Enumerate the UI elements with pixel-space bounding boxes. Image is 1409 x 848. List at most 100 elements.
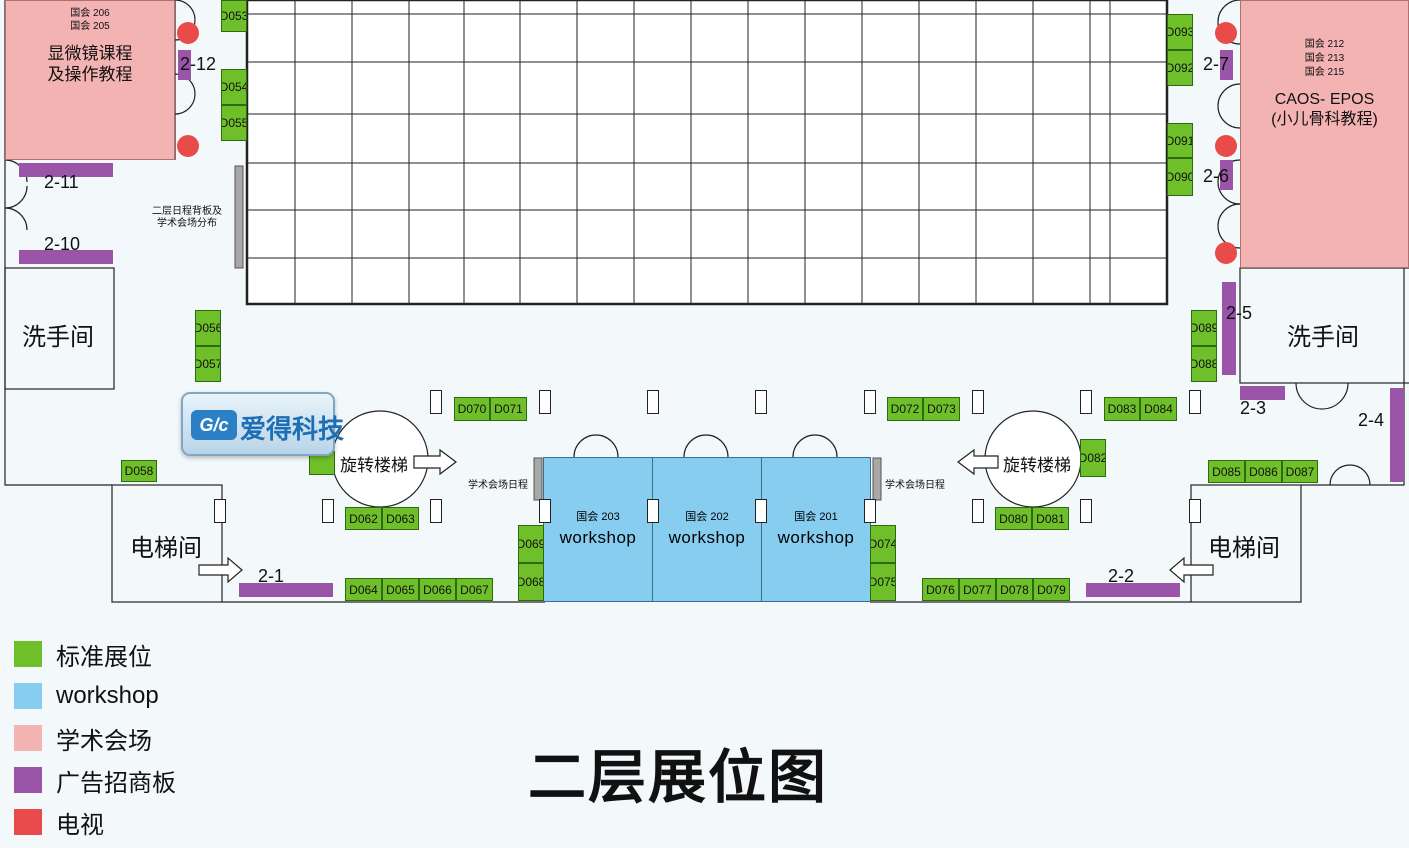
legend-swatch — [14, 641, 42, 667]
door — [647, 499, 659, 523]
venue-left-name: 显微镜课程 及操作教程 — [47, 44, 133, 84]
door — [1080, 499, 1092, 523]
legend-workshop: workshop — [14, 682, 159, 710]
ad-board-2-11 — [19, 163, 113, 177]
door — [972, 390, 984, 414]
booth-d072[interactable]: D072 — [887, 397, 923, 421]
workshop-code: 国会 203 — [576, 511, 620, 523]
booth-d092[interactable]: D092 — [1167, 50, 1193, 86]
ad-label-2-12: 2-12 — [180, 54, 217, 74]
ad-label-2-7: 2-7 — [1203, 54, 1230, 74]
legend-swatch — [14, 767, 42, 793]
legend-label: 学术会场 — [56, 727, 152, 755]
booth-d054[interactable]: D054 — [221, 69, 247, 105]
booth-d056[interactable]: D056 — [195, 310, 221, 346]
legend-label: 标准展位 — [56, 643, 152, 671]
tv-icon — [1215, 135, 1237, 157]
workshop-203: 国会 203 workshop — [543, 457, 653, 602]
schedule-board-note: 二层日程背板及 学术会场分布 — [152, 206, 222, 229]
venue-left-rooms: 国会 206 国会 205 — [70, 8, 110, 32]
booth-d065[interactable]: D065 — [382, 578, 419, 601]
booth-d073[interactable]: D073 — [923, 397, 960, 421]
booth-d077[interactable]: D077 — [959, 578, 996, 601]
booth-d053[interactable]: D053 — [221, 0, 247, 32]
page-title: 二层展位图 — [528, 745, 829, 810]
venue-right: 国会 212 国会 213 国会 215 CAOS- EPOS (小儿骨科教程) — [1240, 0, 1409, 268]
booth-d076[interactable]: D076 — [922, 578, 959, 601]
ad-board-2-7 — [1220, 50, 1233, 80]
booth-d069[interactable]: D069 — [518, 525, 544, 563]
venue-right-rooms: 国会 212 国会 213 国会 215 — [1304, 39, 1345, 78]
workshop-code: 国会 201 — [794, 511, 838, 523]
ad-label-2-5: 2-5 — [1226, 303, 1253, 323]
booth-d083[interactable]: D083 — [1104, 397, 1140, 421]
booth-d079[interactable]: D079 — [1033, 578, 1070, 601]
door — [430, 390, 442, 414]
door — [972, 499, 984, 523]
booth-d091[interactable]: D091 — [1167, 123, 1193, 158]
door — [864, 499, 876, 523]
booth-d066[interactable]: D066 — [419, 578, 456, 601]
spiral-stair-left-label: 旋转楼梯 — [340, 456, 408, 475]
booth-d081[interactable]: D081 — [1032, 507, 1069, 530]
booth-d085[interactable]: D085 — [1208, 460, 1245, 483]
booth-d078[interactable]: D078 — [996, 578, 1033, 601]
legend-standard-booth: 标准展位 — [14, 640, 152, 671]
door — [322, 499, 334, 523]
booth-d064[interactable]: D064 — [345, 578, 382, 601]
booth-d062[interactable]: D062 — [345, 507, 382, 530]
booth-d075[interactable]: D075 — [870, 563, 896, 601]
ad-label-2-1: 2-1 — [258, 566, 285, 586]
legend-academic-venue: 学术会场 — [14, 724, 152, 755]
elevator-right-label: 电梯间 — [1208, 535, 1280, 562]
booth-d058[interactable]: D058 — [121, 460, 157, 482]
door — [1189, 499, 1201, 523]
schedule-note-right: 学术会场日程 — [885, 480, 945, 491]
booth-d087[interactable]: D087 — [1282, 460, 1318, 483]
spiral-stair-right-label: 旋转楼梯 — [1003, 456, 1071, 475]
booth-d093[interactable]: D093 — [1167, 14, 1193, 50]
legend-ad-board: 广告招商板 — [14, 766, 176, 797]
booth-d063[interactable]: D063 — [382, 507, 419, 530]
workshop-label: workshop — [668, 528, 746, 547]
ad-board-2-6 — [1220, 160, 1233, 190]
ad-board-2-12 — [178, 50, 191, 80]
restroom-left-label: 洗手间 — [22, 324, 94, 351]
door — [755, 390, 767, 414]
logo-text: 爱得科技 — [240, 414, 345, 444]
booth-d080[interactable]: D080 — [995, 507, 1032, 530]
door — [1080, 390, 1092, 414]
booth-d068[interactable]: D068 — [518, 563, 544, 601]
tv-icon — [177, 135, 199, 157]
door — [539, 390, 551, 414]
booth-d070[interactable]: D070 — [454, 397, 490, 421]
legend-tv: 电视 — [14, 808, 104, 839]
booth-d090[interactable]: D090 — [1167, 158, 1193, 196]
workshop-202: 国会 202 workshop — [652, 457, 762, 602]
schedule-note-left: 学术会场日程 — [468, 480, 528, 491]
booth-d086[interactable]: D086 — [1245, 460, 1282, 483]
booth-d088[interactable]: D088 — [1191, 346, 1217, 382]
door — [214, 499, 226, 523]
booth-d057[interactable]: D057 — [195, 346, 221, 382]
booth-d082[interactable]: D082 — [1080, 439, 1106, 477]
ad-board-2-5 — [1222, 282, 1236, 375]
door — [647, 390, 659, 414]
legend-label: 电视 — [56, 811, 104, 839]
booth-d084[interactable]: D084 — [1140, 397, 1177, 421]
ad-board-2-10 — [19, 250, 113, 264]
workshop-201: 国会 201 workshop — [761, 457, 871, 602]
booth-d089[interactable]: D089 — [1191, 310, 1217, 346]
booth-d055[interactable]: D055 — [221, 105, 247, 141]
ad-label-2-4: 2-4 — [1358, 410, 1385, 430]
elevator-left-label: 电梯间 — [130, 535, 202, 562]
door — [1189, 390, 1201, 414]
booth-d067[interactable]: D067 — [456, 578, 493, 601]
booth-d074[interactable]: D074 — [870, 525, 896, 563]
ad-board-2-2 — [1086, 583, 1180, 597]
booth-d071[interactable]: D071 — [490, 397, 527, 421]
door — [864, 390, 876, 414]
legend-swatch — [14, 683, 42, 709]
workshop-label: workshop — [777, 528, 855, 547]
